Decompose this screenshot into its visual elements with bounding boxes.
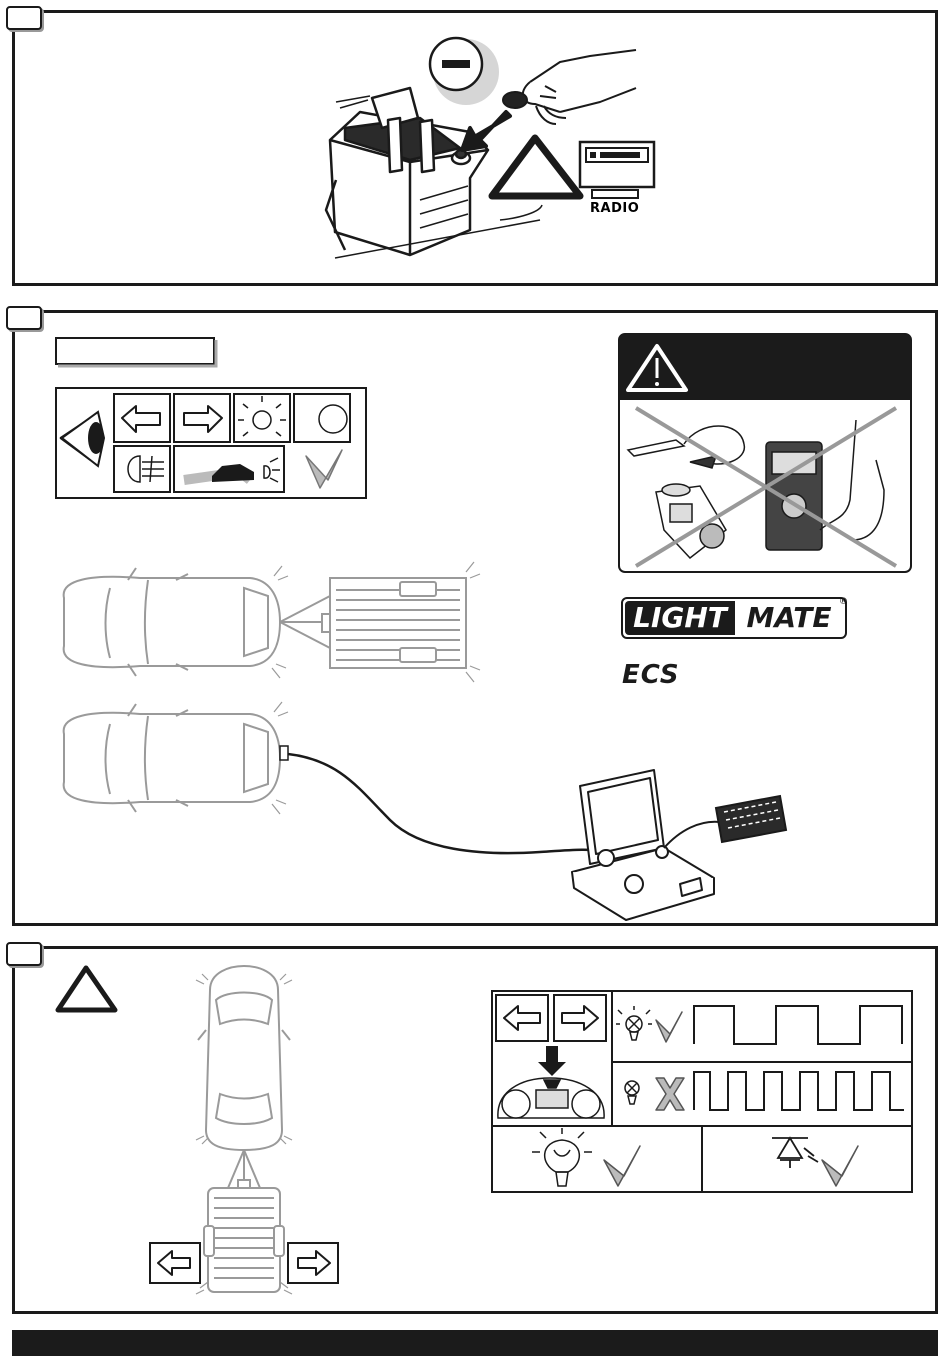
bulb-fault-icon [625,1081,639,1104]
warning-triangle-icon [58,968,115,1010]
footer-banner [12,1330,938,1356]
slow-flash-waveform [694,1006,902,1044]
left-arrow-icon [504,1006,540,1030]
fast-flash-waveform [694,1072,904,1110]
incandescent-bulb-icon [532,1128,592,1186]
right-arrow-icon [562,1006,598,1030]
checkmark-icon [604,1146,640,1186]
top-view-car-trailer-illustration [198,966,290,1292]
step-3-illustration [0,0,950,1330]
down-arrow-icon [538,1046,566,1076]
cross-icon [656,1078,684,1110]
bulb-ok-icon [616,1006,652,1040]
checkmark-icon [656,1012,682,1042]
checkmark-icon [822,1146,858,1186]
dashboard-cluster-illustration [498,1078,604,1118]
led-icon [772,1138,818,1168]
